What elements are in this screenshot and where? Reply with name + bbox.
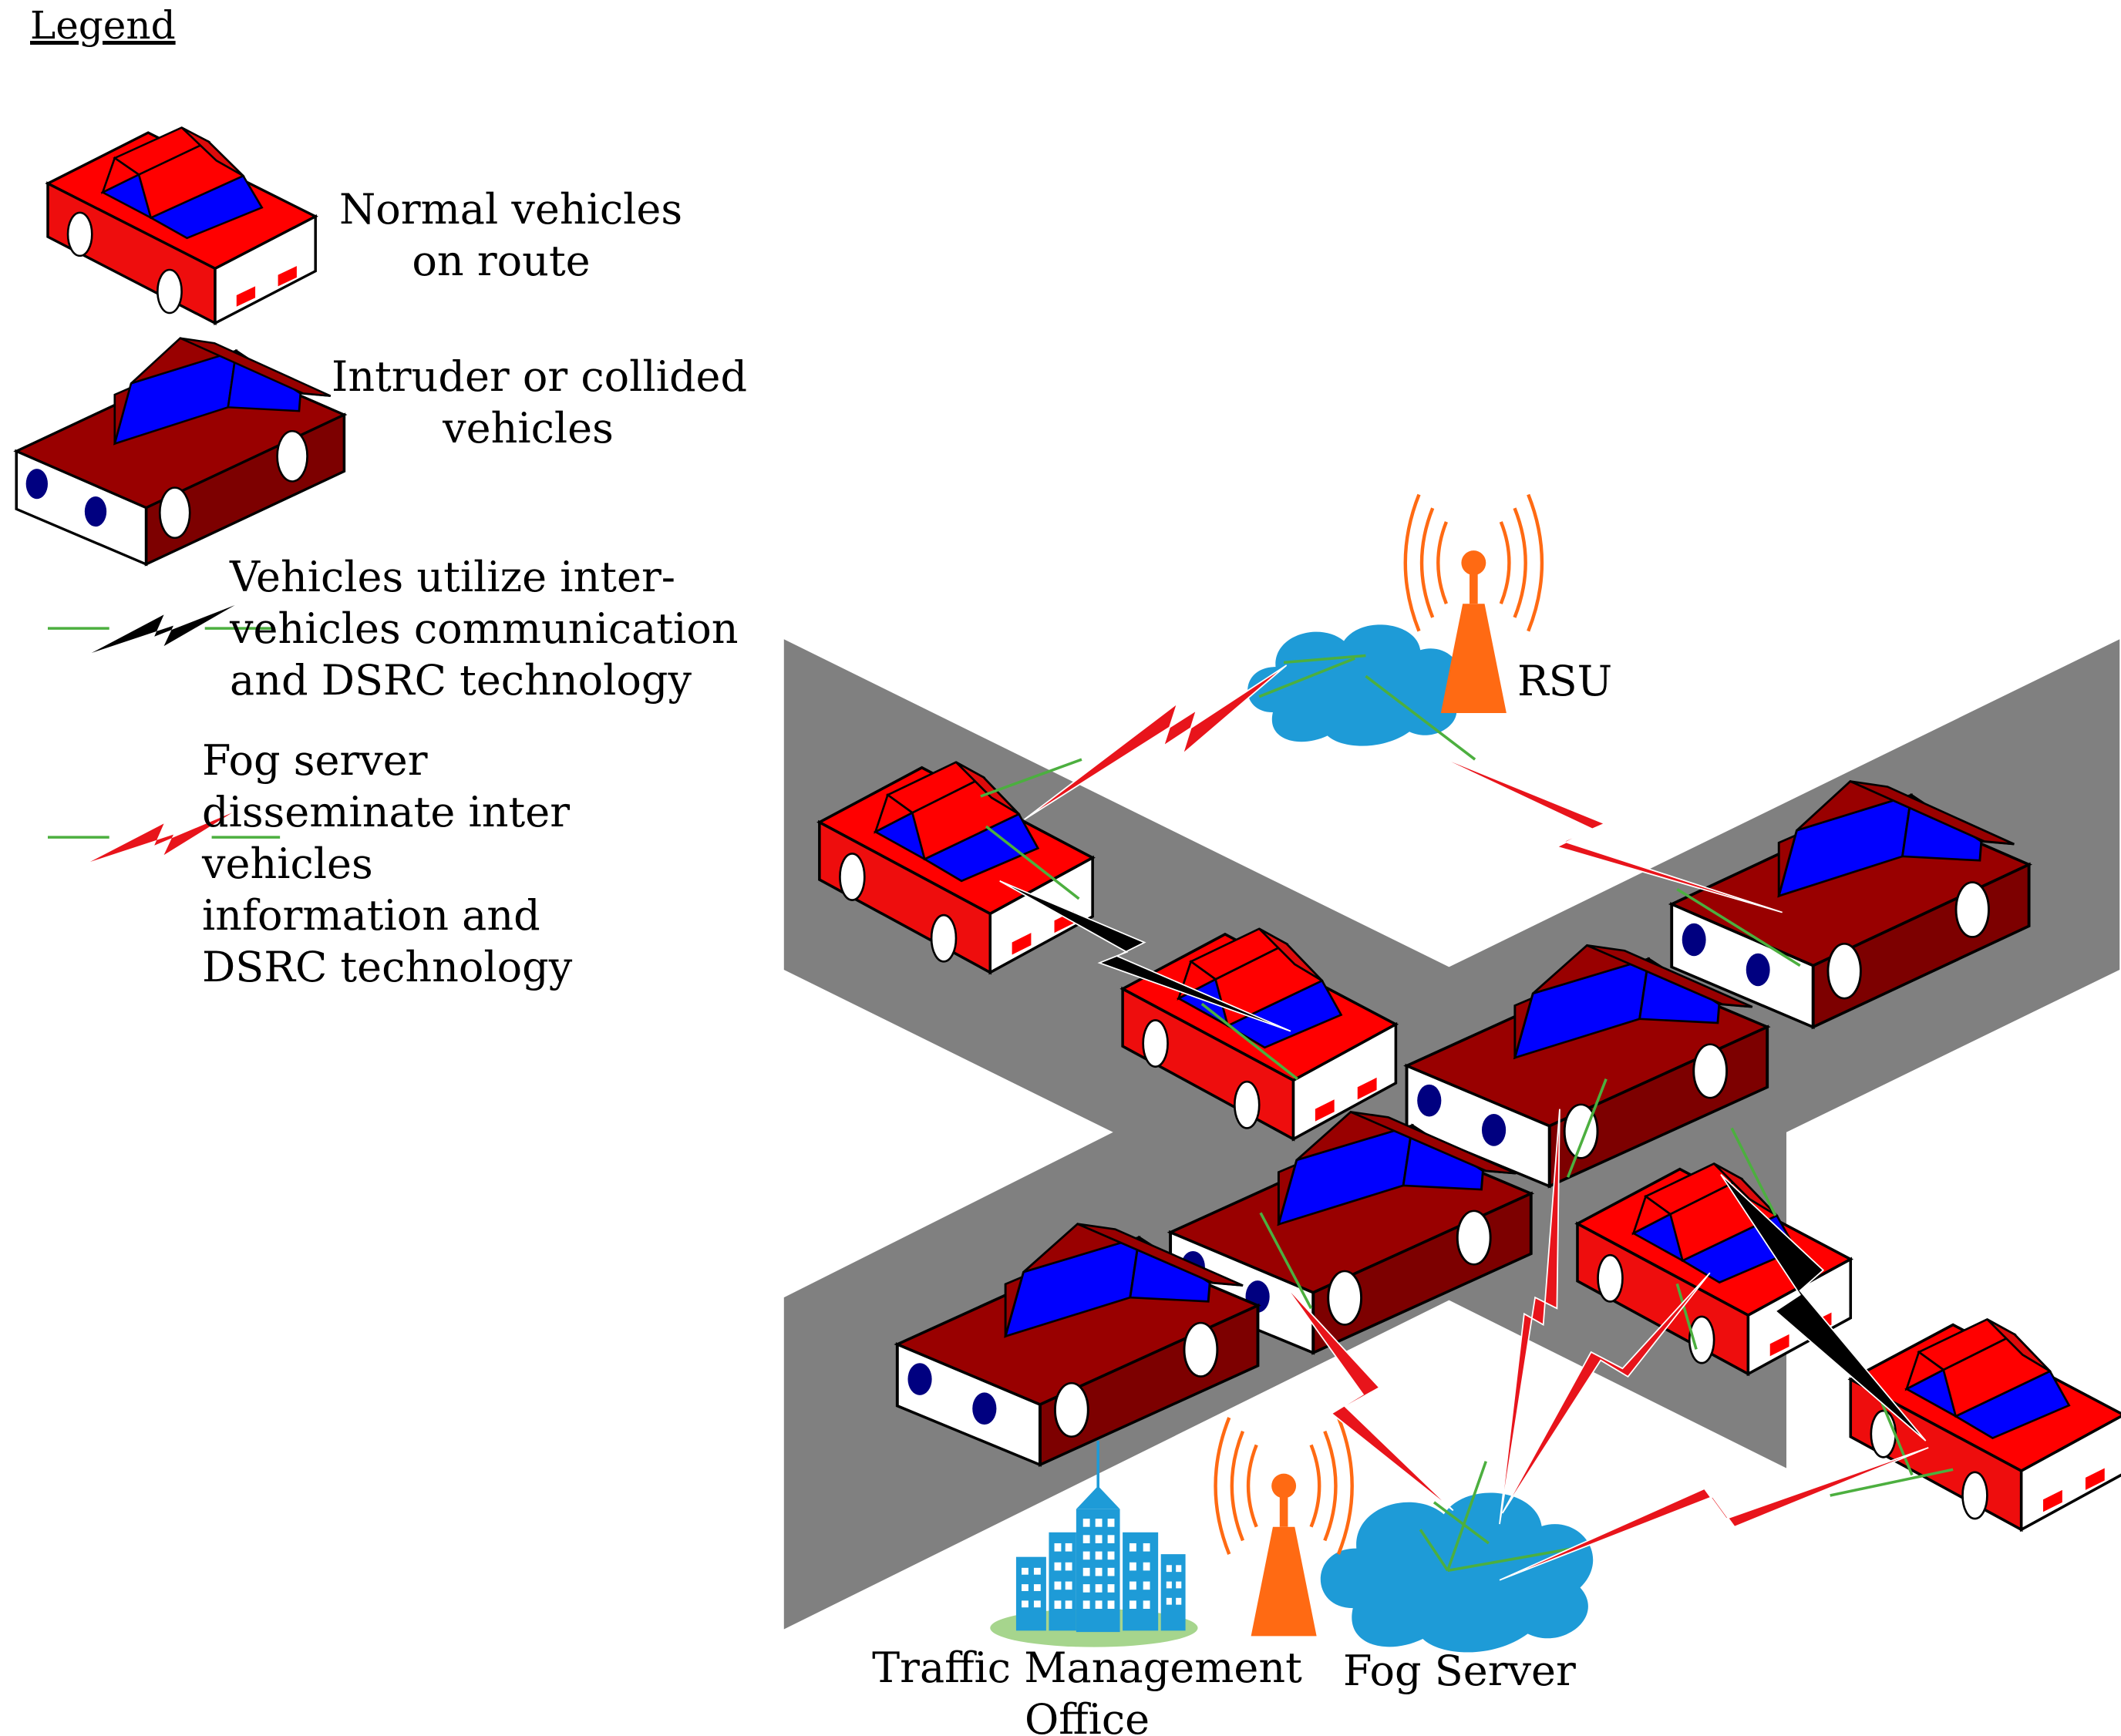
tmo-label-line: Traffic Management (872, 1643, 1302, 1692)
legend-label-line: vehicles (443, 404, 614, 453)
legend-title: Legend (30, 3, 176, 48)
legend-label-line: Normal vehicles (339, 185, 683, 234)
traffic-management-office-icon (990, 1441, 1198, 1647)
fog-server-label: Fog Server (1343, 1647, 1576, 1695)
legend-normal-vehicles-label: Normal vehicles on route (339, 183, 683, 287)
legend-v2v-label: Vehicles utilize inter- vehicles communi… (230, 551, 739, 706)
rsu-cloud (1247, 624, 1461, 746)
intruder-vehicle-icon (15, 336, 346, 566)
legend-fog-dissemination-label: Fog server disseminate inter vehicles in… (202, 735, 572, 993)
legend-intruder-vehicles-label: Intruder or collided vehicles (332, 351, 748, 454)
legend-label-line: DSRC technology (202, 943, 573, 991)
fog-tower-icon (1216, 1418, 1352, 1636)
legend-label-line: vehicles communication (230, 604, 739, 653)
legend-label-line: vehicles (202, 839, 373, 888)
legend-label-line: Fog server (202, 736, 428, 785)
legend-label-line: disseminate inter (202, 788, 571, 836)
traffic-management-office-label: Traffic Management Office (864, 1642, 1311, 1736)
normal-vehicle-icon (46, 126, 317, 325)
red-lightning-icon (47, 812, 281, 863)
tmo-label-line: Office (1024, 1695, 1150, 1736)
rsu-label: RSU (1517, 657, 1613, 705)
legend-label-line: and DSRC technology (230, 656, 692, 705)
legend-label-line: information and (202, 891, 540, 940)
fog-lightning-links (1024, 664, 1929, 1581)
legend-label-line: Intruder or collided (332, 352, 748, 401)
fog-server-cloud (1320, 1492, 1594, 1653)
v2v-lightning-links (999, 880, 1927, 1442)
legend-label-line: Vehicles utilize inter- (230, 553, 676, 601)
legend-label-line: on route (412, 237, 591, 285)
dsrc-links (980, 654, 1954, 1573)
